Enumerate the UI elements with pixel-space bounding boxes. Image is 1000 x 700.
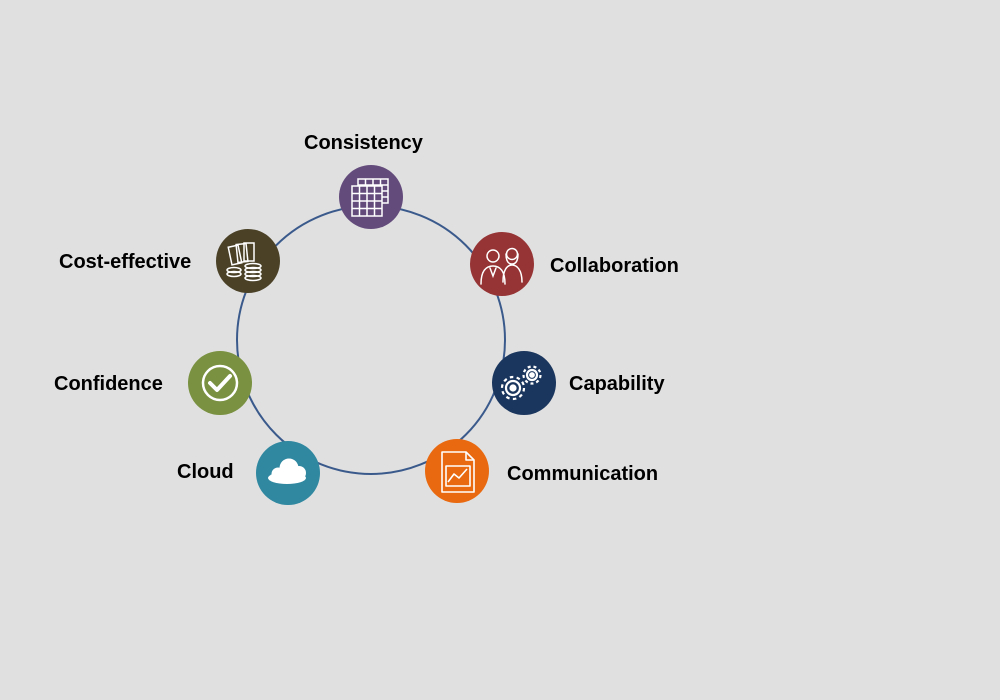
collaboration-circle	[470, 232, 534, 296]
node-communication	[425, 439, 489, 503]
node-cloud	[256, 441, 320, 505]
label-confidence: Confidence	[54, 373, 163, 395]
node-consistency	[339, 165, 403, 229]
node-confidence	[188, 351, 252, 415]
label-capability: Capability	[569, 373, 665, 395]
node-capability	[492, 351, 556, 415]
confidence-circle	[188, 351, 252, 415]
report-chart-icon	[441, 451, 475, 493]
label-collaboration: Collaboration	[550, 255, 679, 277]
money-stack-icon	[226, 242, 262, 282]
node-cost-effective	[216, 229, 280, 293]
checkmark-icon	[201, 364, 239, 402]
gears-icon	[500, 365, 542, 401]
communication-circle	[425, 439, 489, 503]
node-collaboration	[470, 232, 534, 296]
spreadsheet-icon	[351, 178, 389, 217]
people-icon	[480, 247, 523, 285]
cloud-icon	[268, 458, 306, 484]
label-communication: Communication	[507, 463, 659, 485]
cycle-ring	[236, 205, 506, 475]
label-cost-effective: Cost-effective	[59, 251, 192, 273]
label-consistency: Consistency	[304, 132, 423, 154]
label-cloud: Cloud	[177, 461, 234, 483]
